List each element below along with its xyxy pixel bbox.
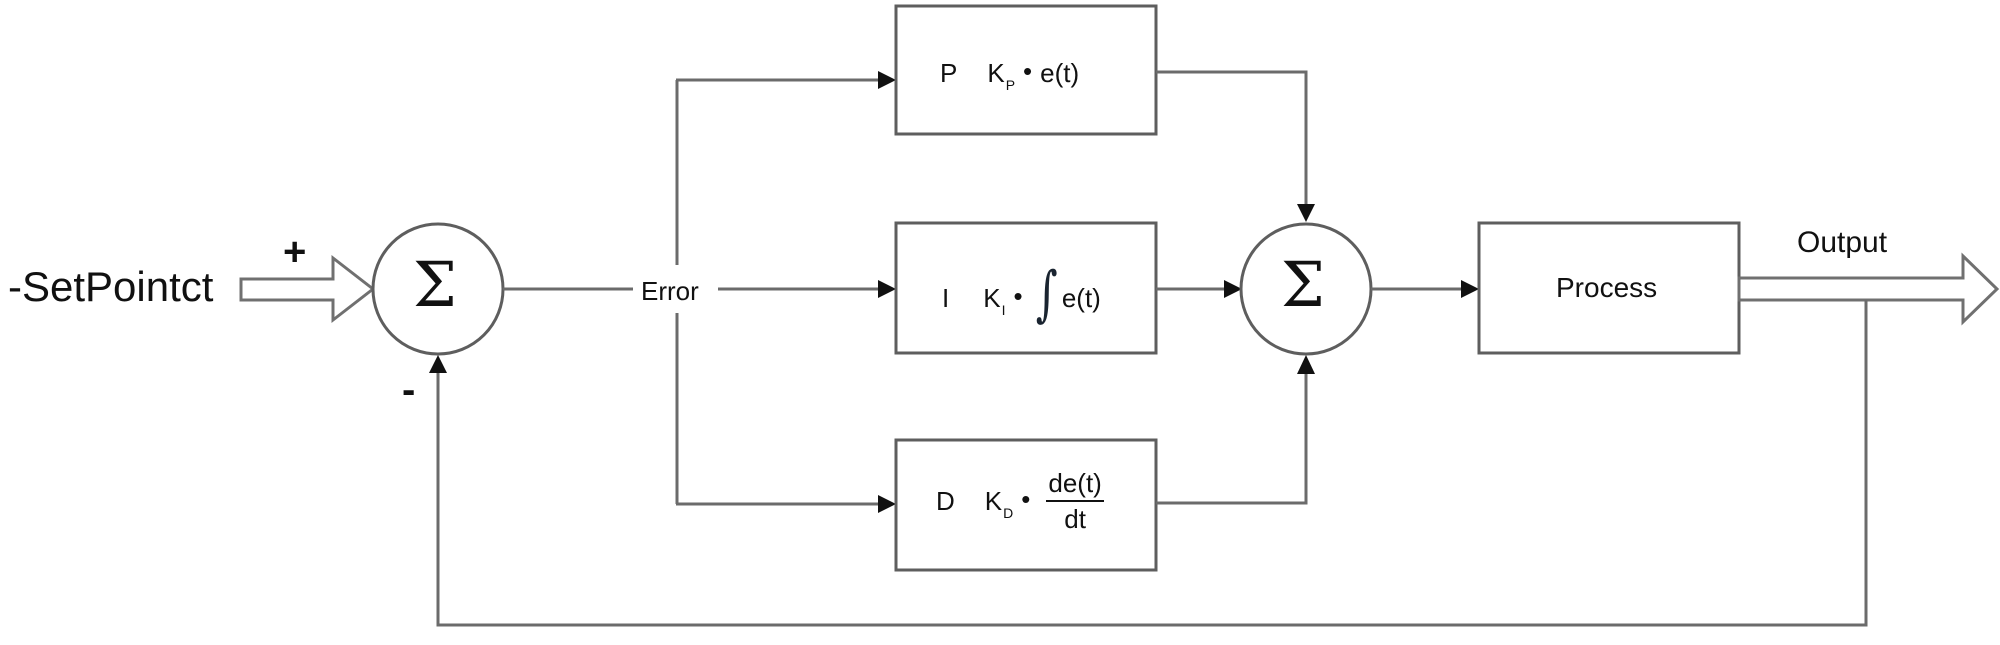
sigma-icon-junction-2: Σ (1281, 248, 1325, 321)
output-label: Output (1797, 226, 1888, 259)
error-label: Error (641, 276, 699, 306)
p-to-junction-line (1156, 70, 1308, 205)
arrowhead-junction2-bottom (1297, 355, 1315, 374)
derivative-numerator: de(t) (1046, 470, 1104, 502)
i-gain-subscript: I (1001, 302, 1006, 318)
d-gain-symbol: K (984, 486, 1003, 516)
sigma-icon-junction-1: Σ (413, 248, 457, 321)
arrowhead-junction2-left (1224, 280, 1242, 298)
feedback-line (436, 300, 1868, 627)
d-gain-subscript: D (1003, 505, 1014, 521)
minus-sign: - (402, 368, 416, 412)
p-multiply-dot: • (1023, 56, 1033, 86)
d-block-expression: D KD • de(t) dt (936, 470, 1104, 532)
plus-sign: + (283, 230, 307, 274)
setpoint-input-arrow (239, 254, 376, 324)
p-gain: KP (987, 58, 1015, 92)
p-gain-subscript: P (1005, 77, 1016, 93)
i-multiply-dot: • (1013, 281, 1023, 311)
output-arrow (1737, 252, 2000, 326)
d-multiply-dot: • (1021, 484, 1031, 514)
arrowhead-d-input (878, 495, 896, 513)
arrowhead-p-input (878, 71, 896, 89)
setpoint-label: -SetPointct (8, 263, 214, 310)
p-block (894, 4, 1158, 136)
derivative-fraction: de(t) dt (1046, 470, 1104, 534)
process-block (1477, 221, 1741, 355)
d-gain: KD (984, 486, 1013, 520)
arrowhead-junction2-top (1297, 204, 1315, 222)
arrowhead-process-input (1461, 280, 1479, 298)
integral-icon: ∫ (1035, 259, 1058, 329)
arrowhead-i-input (878, 280, 896, 298)
p-gain-symbol: K (987, 58, 1005, 88)
i-error-expr: e(t) (1061, 283, 1101, 313)
p-block-expression: P KP • e(t) (940, 56, 1080, 92)
d-to-junction-line (1156, 373, 1308, 505)
i-block-expression: I KI • ∫ e(t) (942, 264, 1101, 328)
d-block (894, 438, 1158, 572)
p-error-expr: e(t) (1040, 58, 1080, 88)
derivative-denominator: dt (1064, 504, 1086, 534)
d-letter: D (936, 486, 955, 516)
arrowhead-feedback (429, 355, 447, 373)
i-gain-symbol: K (983, 283, 1001, 313)
i-letter: I (942, 283, 950, 313)
process-label: Process (1556, 272, 1658, 303)
i-gain: KI (983, 283, 1005, 317)
p-letter: P (940, 58, 958, 88)
